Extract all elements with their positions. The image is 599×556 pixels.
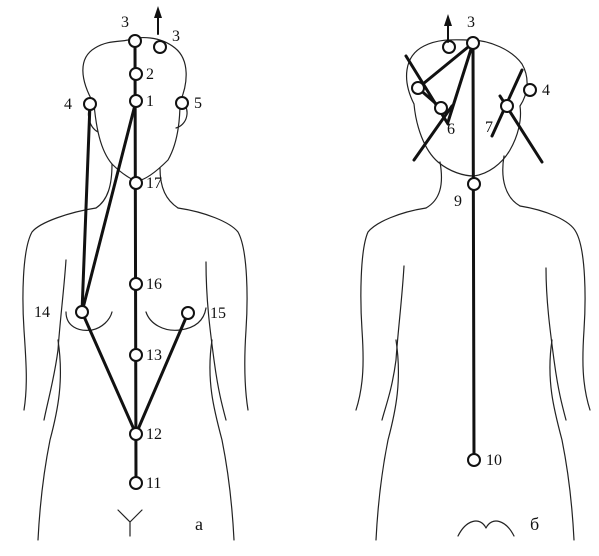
- panel-b-point-label-10: 10: [486, 452, 502, 469]
- panel-a-point-15: [182, 307, 194, 319]
- panel-a-point-5: [176, 97, 188, 109]
- panel-a-point-label-14: 14: [34, 304, 50, 321]
- panel-a-point-12: [130, 428, 142, 440]
- panel-b-point-label-6: 6: [447, 121, 455, 138]
- panel-b-point-3b: [443, 41, 455, 53]
- panel-a-point-14: [76, 306, 88, 318]
- panel-b-torso-right: [520, 206, 590, 410]
- panel-a-point-16: [130, 278, 142, 290]
- panel-a-point-4: [84, 98, 96, 110]
- panel-a-point-1: [130, 95, 142, 107]
- panel-a-point-label-1: 1: [146, 93, 154, 110]
- panel-b-torso-left: [356, 208, 426, 410]
- points-layer: [76, 35, 536, 489]
- panel-b-arrow-head: [444, 14, 452, 26]
- panel-a-arrow-head: [154, 6, 162, 18]
- panel-b-point-7: [501, 100, 513, 112]
- panel-b-caption: б: [530, 514, 539, 534]
- panel-a-point-11: [130, 477, 142, 489]
- panel-a-point-label-16: 16: [146, 276, 162, 293]
- panel-b-point-9: [468, 178, 480, 190]
- panel-a-point-label-12: 12: [146, 426, 162, 443]
- panel-b-arrow: [444, 14, 452, 42]
- panel-a-point-label-4: 4: [64, 96, 72, 113]
- panel-a-point-13: [130, 349, 142, 361]
- panel-b-buttocks: [458, 521, 514, 536]
- panel-b-hip-right: [550, 340, 574, 540]
- panel-b-point-label-4: 4: [542, 82, 550, 99]
- panel-b-point-label-9: 9: [454, 193, 462, 210]
- panel-a-hip-right: [210, 340, 234, 540]
- panel-a-point-17: [130, 177, 142, 189]
- panel-a-point-label-15: 15: [210, 305, 226, 322]
- panel-a-point-label-13: 13: [146, 347, 162, 364]
- panel-a-line-14-12: [82, 312, 136, 434]
- panel-b-line-3-10: [473, 43, 474, 460]
- panel-a-point-label-17: 17: [146, 175, 162, 192]
- panel-a-caption: а: [195, 514, 203, 534]
- connection-lines: [82, 41, 474, 483]
- panel-a-line-15-12: [136, 313, 188, 434]
- panel-b-right-back: [546, 268, 566, 420]
- panel-a-point-label-2: 2: [146, 66, 154, 83]
- panel-b-point-4: [524, 84, 536, 96]
- panel-a-point-label-11: 11: [146, 475, 161, 492]
- panel-a-right-arm: [206, 262, 226, 420]
- panel-a-right-breast: [146, 308, 206, 330]
- panel-a-left-arm: [44, 260, 66, 420]
- panel-b-point-label-7: 7: [485, 119, 493, 136]
- panel-a-groin-mark: [118, 510, 142, 536]
- panel-a-point-2: [130, 68, 142, 80]
- panel-b-left-back: [382, 266, 404, 420]
- panel-a-point-3b: [154, 41, 166, 53]
- panel-a-point-label-3: 3: [121, 14, 129, 31]
- panel-a-arrow: [154, 6, 162, 34]
- panel-a-hip-left: [38, 340, 60, 540]
- panel-b-point-label-3: 3: [467, 14, 475, 31]
- panel-b-point-4l: [412, 82, 424, 94]
- panel-a-point-3: [129, 35, 141, 47]
- panel-a-point-label-5: 5: [194, 95, 202, 112]
- panel-b-point-3: [467, 37, 479, 49]
- panel-a-point-label-3b: 3: [172, 28, 180, 45]
- panel-b-point-10: [468, 454, 480, 466]
- panel-b-point-6: [435, 102, 447, 114]
